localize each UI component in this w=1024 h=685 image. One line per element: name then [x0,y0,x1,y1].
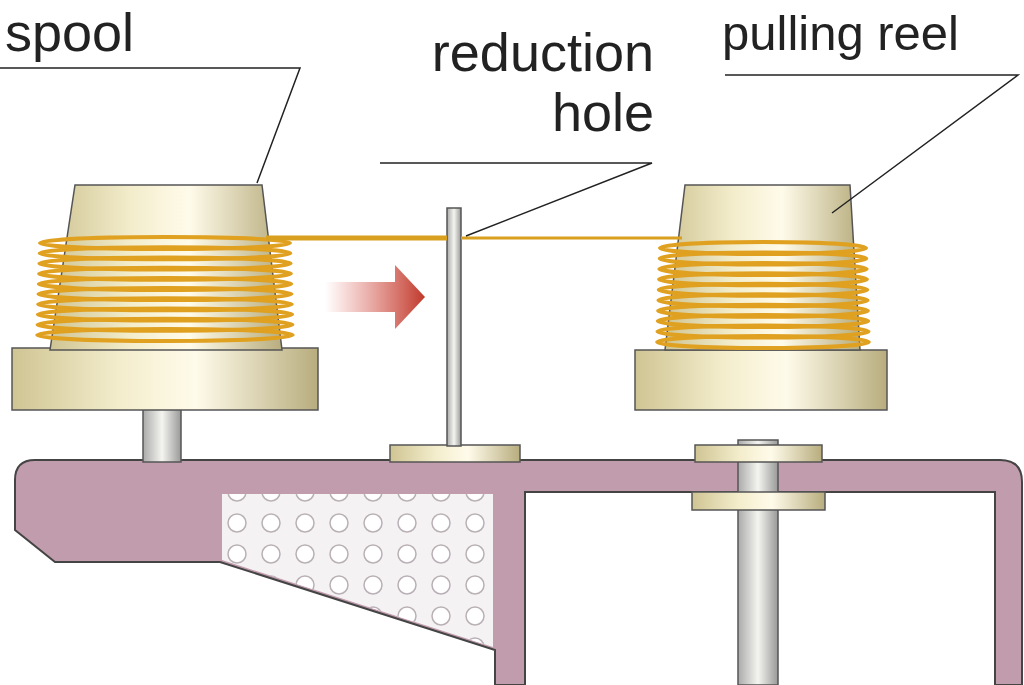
wire [461,237,682,240]
reduction-pin [447,208,461,446]
wire [266,236,447,241]
pin-base [390,445,520,462]
leader-line [725,75,1018,213]
reel-flange [635,350,887,410]
reel-coil [657,242,869,348]
nut [695,445,822,462]
panel [222,494,493,647]
direction-arrow [325,265,425,329]
coil-winding [657,336,869,348]
spool-shaft [143,405,181,462]
part-label: spool [5,2,265,62]
reel-shaft [738,440,778,685]
coil-winding [37,329,293,341]
leader-line [0,68,300,183]
nut [692,492,825,510]
base-plate [15,460,1022,685]
hole-pattern [222,494,493,647]
spool-flange [12,348,318,410]
leader-line [380,163,652,236]
part-label: pulling reel [722,6,1022,61]
part-label: reduction hole [372,22,654,143]
spool-coil [37,237,293,341]
